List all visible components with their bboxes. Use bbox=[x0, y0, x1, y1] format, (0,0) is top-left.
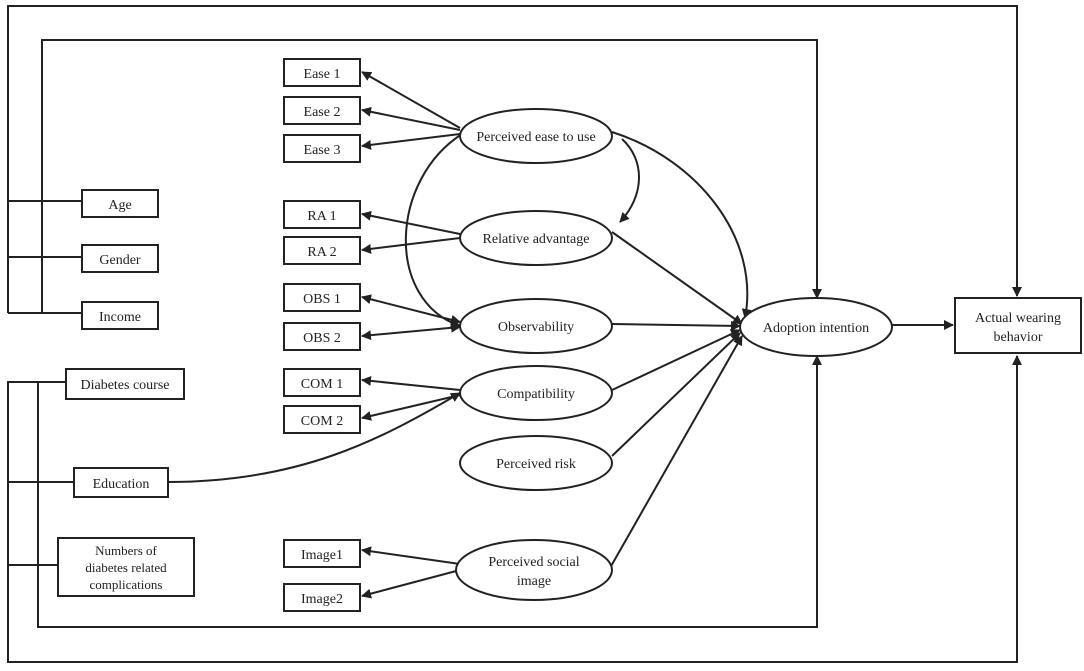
svg-text:Perceived ease to use: Perceived ease to use bbox=[476, 130, 595, 145]
indicator-obs-1: OBS 1 bbox=[283, 283, 361, 312]
svg-text:RA 2: RA 2 bbox=[307, 245, 336, 260]
svg-text:Perceived social: Perceived social bbox=[488, 555, 579, 570]
construct-relative-advantage: Relative advantage bbox=[459, 210, 613, 266]
control-education: Education bbox=[73, 467, 169, 498]
control-income: Income bbox=[81, 301, 159, 330]
indicator-ease-2: Ease 2 bbox=[283, 96, 361, 125]
construct-adoption-intention: Adoption intention bbox=[739, 297, 893, 357]
indicator-obs-2: OBS 2 bbox=[283, 322, 361, 351]
control-diabetes-complications: Numbers of diabetes related complication… bbox=[57, 537, 195, 597]
control-gender: Gender bbox=[81, 244, 159, 273]
svg-text:OBS 1: OBS 1 bbox=[303, 292, 341, 307]
svg-text:COM 2: COM 2 bbox=[301, 414, 343, 429]
construct-perceived-risk: Perceived risk bbox=[459, 435, 613, 491]
outer-frame-top bbox=[7, 5, 1022, 297]
svg-text:Image2: Image2 bbox=[301, 592, 343, 607]
construct-compatibility: Compatibility bbox=[459, 365, 613, 421]
svg-text:RA 1: RA 1 bbox=[307, 209, 336, 224]
outer-frame-bottom bbox=[7, 355, 1022, 663]
svg-text:diabetes related: diabetes related bbox=[85, 560, 167, 575]
control-diabetes-course: Diabetes course bbox=[65, 368, 185, 400]
svg-text:Education: Education bbox=[93, 477, 150, 492]
inner-frame-top bbox=[41, 39, 822, 313]
svg-text:Ease 1: Ease 1 bbox=[304, 67, 341, 82]
construct-perceived-ease-to-use: Perceived ease to use bbox=[459, 108, 613, 164]
indicator-image-1: Image1 bbox=[283, 539, 361, 568]
svg-text:behavior: behavior bbox=[994, 330, 1043, 345]
svg-text:complications: complications bbox=[90, 577, 163, 592]
svg-text:Numbers of: Numbers of bbox=[95, 543, 157, 558]
svg-text:COM 1: COM 1 bbox=[301, 377, 343, 392]
svg-text:Actual wearing: Actual wearing bbox=[975, 311, 1061, 326]
construct-perceived-social-image: Perceived social image bbox=[455, 539, 613, 601]
indicator-ease-1: Ease 1 bbox=[283, 58, 361, 87]
indicator-image-2: Image2 bbox=[283, 583, 361, 612]
svg-text:Age: Age bbox=[108, 198, 131, 213]
svg-text:Gender: Gender bbox=[99, 253, 141, 268]
svg-text:Perceived risk: Perceived risk bbox=[496, 457, 576, 472]
svg-text:image: image bbox=[517, 574, 551, 589]
svg-text:Ease 2: Ease 2 bbox=[304, 105, 341, 120]
svg-text:Ease 3: Ease 3 bbox=[304, 143, 341, 158]
svg-text:Image1: Image1 bbox=[301, 548, 343, 563]
svg-text:Diabetes course: Diabetes course bbox=[80, 378, 169, 393]
indicator-arrows bbox=[361, 71, 461, 599]
svg-text:Income: Income bbox=[99, 310, 141, 325]
control-connectors bbox=[7, 5, 1022, 663]
construct-actual-wearing-behavior: Actual wearing behavior bbox=[954, 297, 1082, 354]
svg-text:Adoption intention: Adoption intention bbox=[763, 321, 869, 336]
svg-text:OBS 2: OBS 2 bbox=[303, 331, 341, 346]
svg-text:Relative advantage: Relative advantage bbox=[483, 232, 590, 247]
svg-text:Compatibility: Compatibility bbox=[497, 387, 575, 402]
indicator-ra-2: RA 2 bbox=[283, 236, 361, 265]
construct-observability: Observability bbox=[459, 298, 613, 354]
inner-frame-bottom bbox=[37, 355, 822, 628]
indicator-com-2: COM 2 bbox=[283, 405, 361, 434]
svg-text:Observability: Observability bbox=[498, 320, 574, 335]
structural-paths bbox=[404, 131, 954, 569]
indicator-com-1: COM 1 bbox=[283, 368, 361, 397]
control-age: Age bbox=[81, 189, 159, 218]
indicator-ra-1: RA 1 bbox=[283, 200, 361, 229]
indicator-ease-3: Ease 3 bbox=[283, 134, 361, 163]
education-to-compatibility-arrow bbox=[167, 392, 461, 483]
